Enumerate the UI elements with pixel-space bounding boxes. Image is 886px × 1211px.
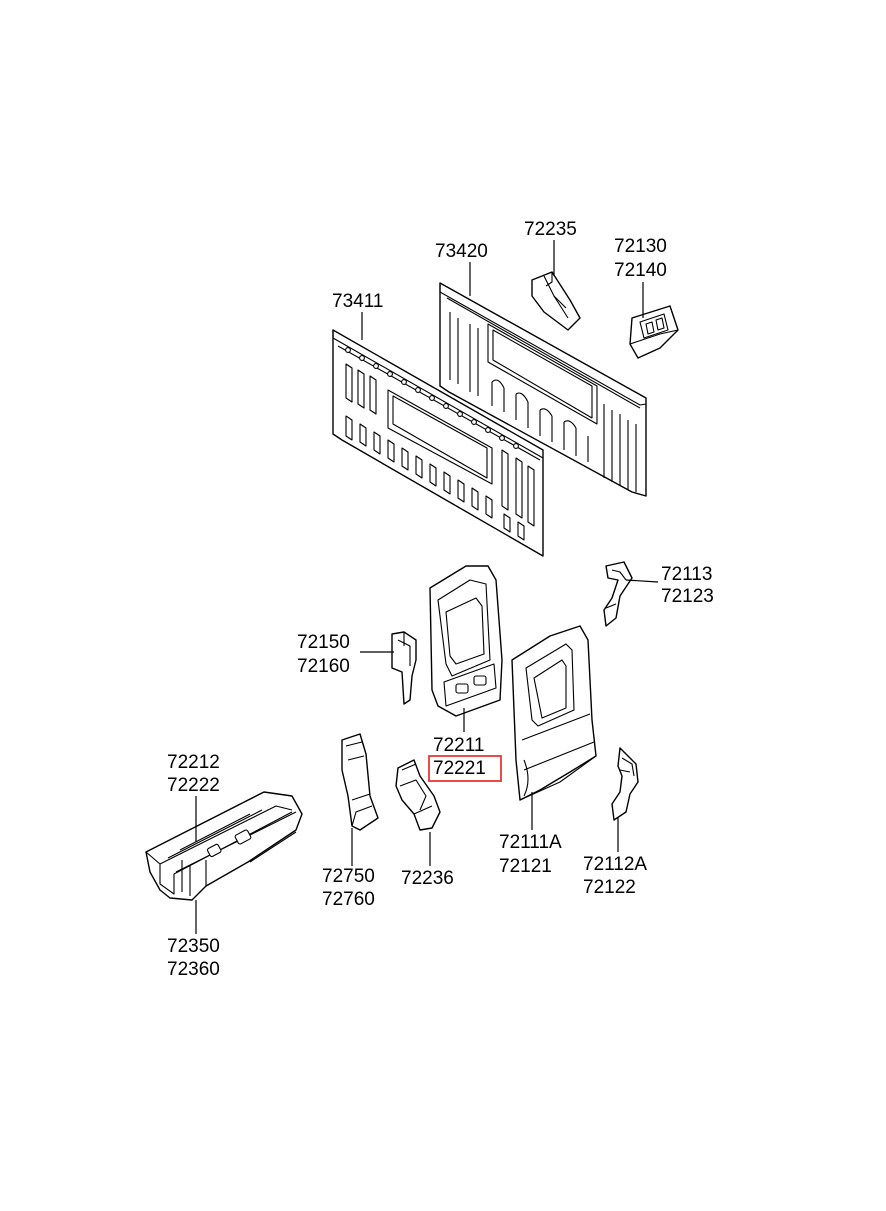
label-72123[interactable]: 72123 (661, 586, 714, 607)
part-72750-reinforcement[interactable] (341, 733, 379, 831)
label-72760[interactable]: 72760 (322, 889, 375, 910)
label-72111A[interactable]: 72111A (499, 832, 562, 853)
label-72212[interactable]: 72212 (167, 752, 220, 773)
part-72112A-bracket[interactable] (611, 747, 639, 821)
part-72130-corner-bracket[interactable] (629, 305, 679, 359)
label-72113[interactable]: 72113 (661, 564, 712, 585)
part-72211-inner-side-panel[interactable] (429, 565, 503, 717)
part-72111A-outer-side-panel[interactable] (511, 625, 597, 801)
part-72236-bracket[interactable] (395, 759, 441, 831)
label-73411[interactable]: 73411 (332, 291, 383, 312)
label-72235[interactable]: 72235 (524, 219, 577, 240)
part-72235-bracket[interactable] (531, 271, 581, 331)
label-72236[interactable]: 72236 (401, 868, 454, 889)
part-73420-rear-panel[interactable] (439, 282, 647, 497)
label-72222[interactable]: 72222 (167, 775, 220, 796)
label-72750[interactable]: 72750 (322, 866, 375, 887)
label-72160[interactable]: 72160 (297, 656, 350, 677)
label-72130[interactable]: 72130 (614, 236, 667, 257)
part-73411-rear-lower-panel[interactable] (332, 329, 544, 557)
label-72211[interactable]: 72211 (433, 735, 484, 756)
part-72150-pillar-bracket[interactable] (391, 631, 417, 705)
leader-lines (195, 240, 659, 934)
part-number-labels: 73420 72235 72130 72140 73411 72113 7212… (167, 219, 714, 980)
label-72121[interactable]: 72121 (499, 856, 552, 877)
highlight-box-72221 (428, 755, 502, 782)
part-72113-bracket[interactable] (603, 561, 633, 627)
part-72212-floor-side-member[interactable] (145, 791, 303, 901)
label-72150[interactable]: 72150 (297, 632, 350, 653)
label-72360[interactable]: 72360 (167, 959, 220, 980)
label-72122[interactable]: 72122 (583, 877, 636, 898)
panel-holes-row (345, 347, 519, 449)
label-72221[interactable]: 72221 (433, 758, 486, 779)
label-72140[interactable]: 72140 (614, 260, 667, 281)
label-73420[interactable]: 73420 (435, 241, 488, 262)
label-72350[interactable]: 72350 (167, 936, 220, 957)
label-72112A[interactable]: 72112A (583, 854, 647, 875)
